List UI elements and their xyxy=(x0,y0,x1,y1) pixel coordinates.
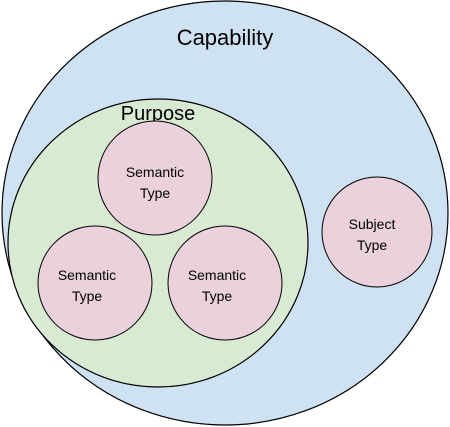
semantic-type-label-line2: Type xyxy=(140,185,171,201)
semantic-type-label-line2: Type xyxy=(72,288,103,304)
subject-type-label-line2: Type xyxy=(357,237,388,253)
semantic-type-top: Semantic Type xyxy=(97,120,213,236)
purpose-label: Purpose xyxy=(121,103,196,125)
semantic-type-label: Semantic xyxy=(126,164,184,180)
semantic-type-bottom-left: Semantic Type xyxy=(37,225,153,341)
semantic-type-label-line2: Type xyxy=(202,288,233,304)
semantic-type-circle xyxy=(37,225,153,341)
subject-type: Subject Type xyxy=(321,176,433,288)
subject-type-circle xyxy=(321,176,433,288)
semantic-type-circle xyxy=(97,120,213,236)
capability-label: Capability xyxy=(177,25,274,50)
semantic-type-label: Semantic xyxy=(188,267,246,283)
semantic-type-bottom-right: Semantic Type xyxy=(167,225,283,341)
subject-type-label: Subject xyxy=(349,216,396,232)
semantic-type-circle xyxy=(167,225,283,341)
semantic-type-label: Semantic xyxy=(58,267,116,283)
